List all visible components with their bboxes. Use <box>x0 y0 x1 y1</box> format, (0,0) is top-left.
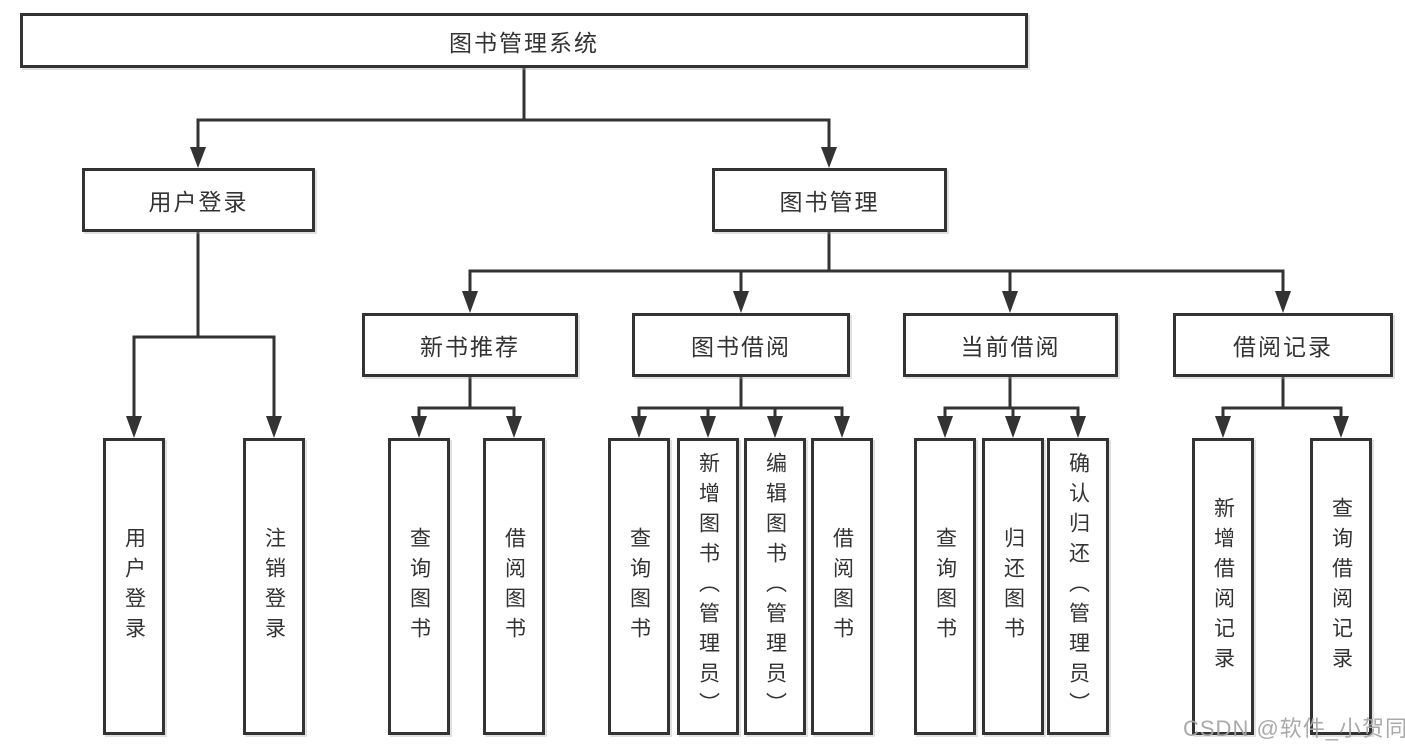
edge-userlogin-bar <box>132 335 276 421</box>
leaf-user-login: 用户登录 <box>103 438 165 735</box>
leaf-edit-book-admin: 编辑图书（管理员） <box>744 438 806 735</box>
leaf-add-borrow-record: 新增借阅记录 <box>1192 438 1254 735</box>
leaf-query-books-borrow: 查询图书 <box>608 438 670 735</box>
node-new-book-recommend: 新书推荐 <box>362 313 578 377</box>
node-current-borrow: 当前借阅 <box>903 313 1118 377</box>
edge-level1-bar <box>196 118 831 153</box>
node-book-management: 图书管理 <box>712 168 947 232</box>
leaf-query-books-recommend: 查询图书 <box>388 438 450 735</box>
node-borrow-records: 借阅记录 <box>1173 313 1393 377</box>
leaf-borrow-books-recommend: 借阅图书 <box>483 438 545 735</box>
leaf-logout: 注销登录 <box>243 438 305 735</box>
edge-recommend-bar <box>417 406 516 422</box>
leaf-add-book-admin: 新增图书（管理员） <box>677 438 739 735</box>
watermark-text: CSDN @软件_小贺同学 <box>1183 716 1405 741</box>
leaf-query-books-current: 查询图书 <box>914 438 976 735</box>
arrowheads <box>126 147 1349 438</box>
leaf-borrow-books-borrow: 借阅图书 <box>811 438 873 735</box>
leaf-query-borrow-record: 查询借阅记录 <box>1310 438 1372 735</box>
leaf-return-books: 归还图书 <box>982 438 1044 735</box>
node-root: 图书管理系统 <box>20 13 1028 68</box>
leaf-confirm-return-admin: 确认归还（管理员） <box>1047 438 1109 735</box>
node-book-borrow: 图书借阅 <box>632 313 850 377</box>
edge-borrow-bar <box>637 406 844 422</box>
edge-records-bar <box>1221 406 1343 422</box>
node-user-login: 用户登录 <box>82 168 315 232</box>
edge-level2-bar <box>468 269 1285 297</box>
